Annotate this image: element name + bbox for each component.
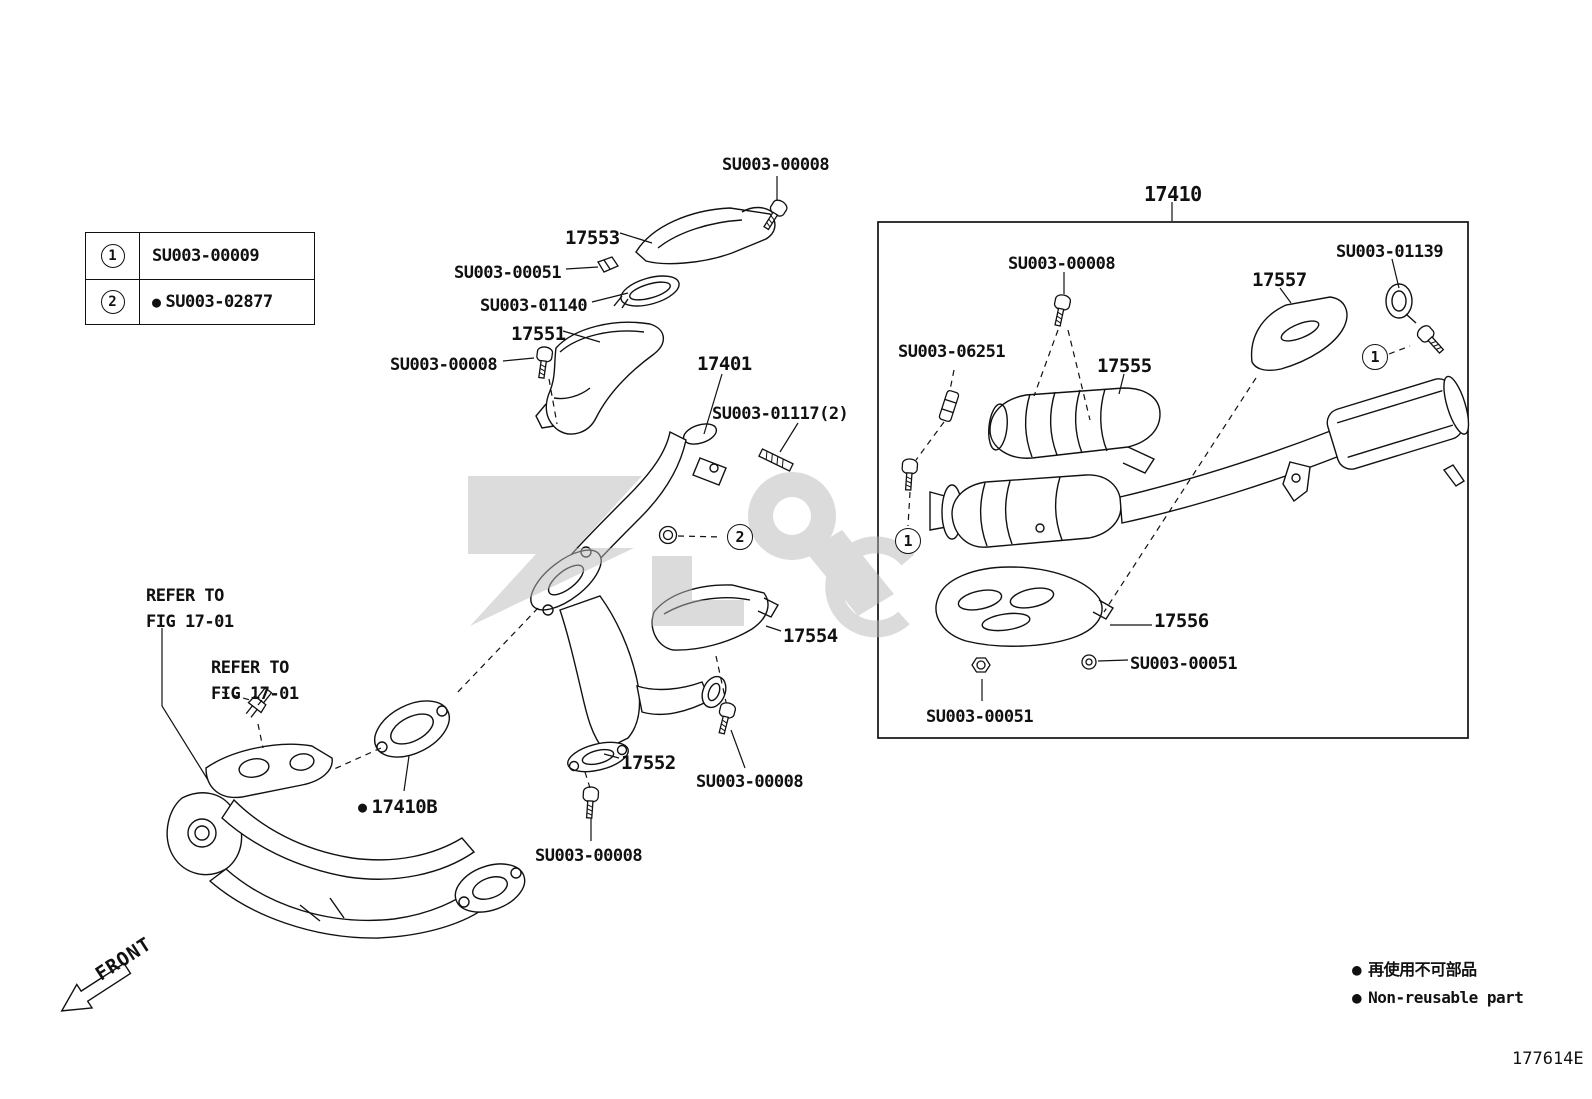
callout-circle-1-left: 1 [895,528,921,554]
refer-note-2: REFER TO FIG 17-01 [211,658,299,705]
legend-circle-1: 1 [100,243,125,268]
callout-su003-01140: SU003-01140 [480,296,588,316]
bolt-su003-00008-17551-drawing [533,345,554,380]
callout-su003-00008-17554: SU003-00008 [696,772,804,792]
watermark [468,472,915,638]
heat-shield-17553-drawing [635,206,776,265]
non-reusable-bullet-icon: ● [1352,960,1362,979]
nut-su003-00051-bottom-drawing [971,657,991,673]
legend-num-cell-1: 1 [86,233,140,279]
bolt-circle1-drawing [900,457,919,492]
note-non-reusable-en-text: Non-reusable part [1368,988,1524,1007]
legend-code-1-text: SU003-00009 [152,245,260,266]
upper-converter-17555-drawing [988,387,1161,474]
pipe-cover-17551-drawing [535,321,664,435]
non-reusable-bullet-icon: ● [152,292,161,311]
callout-17410b-text: 17410B [371,796,438,818]
callout-17554: 17554 [783,625,838,647]
heat-shield-17557-drawing [1250,296,1348,371]
callout-su003-01117: SU003-01117(2) [712,404,849,424]
center-pipe-17552-drawing [559,595,727,773]
figure-code: 177614E [1512,1049,1584,1069]
legend-num-cell-2: 2 [86,279,140,324]
callout-su003-00051-clip: SU003-00051 [454,263,562,283]
main-pipe-resonator-drawing [1119,375,1470,524]
callout-su003-01139: SU003-01139 [1336,242,1444,262]
callout-17553: 17553 [565,227,620,249]
bolt-su003-01139-area-drawing [1414,322,1448,357]
callout-su003-00008-17551: SU003-00008 [390,355,498,375]
bolt-su003-00008-17554-drawing [713,700,738,736]
clamp-su003-01140-drawing [613,275,680,309]
legend-code-2: ● SU003-02877 [140,292,273,312]
clip-su003-00051-drawing [597,256,619,273]
note-non-reusable-jp: ● 再使用不可部品 [1352,958,1477,983]
oxygen-sensor-drawing [245,686,273,718]
clip-su003-06251-drawing [938,390,960,422]
callout-17552: 17552 [621,752,676,774]
refer-note-1: REFER TO FIG 17-01 [146,586,234,633]
front-arrow [60,962,132,1012]
nut-su003-02877-drawing [658,525,678,545]
bolt-su003-00008-box-drawing [1049,292,1073,328]
note-non-reusable-en: ● Non-reusable part [1352,986,1524,1011]
legend-row-1: 1 SU003-00009 [86,233,314,279]
callout-circle-1-right: 1 [1362,344,1388,370]
callout-17555: 17555 [1097,355,1152,377]
clamp-su003-01139-drawing [1385,283,1417,324]
leader-lines-dashed [221,329,1411,789]
callout-su003-00051-bottom: SU003-00051 [926,707,1034,727]
legend-circle-2: 2 [100,289,125,314]
assembly-17410-box [877,221,1469,739]
callout-su003-00051-right: SU003-00051 [1130,654,1238,674]
bolt-su003-00008-17552-drawing [581,785,600,820]
non-reusable-bullet-icon: ● [358,798,367,817]
callout-su003-06251: SU003-06251 [898,342,1006,362]
grommet-su003-00051-right-drawing [1081,654,1097,670]
leader-lines [161,176,1400,841]
non-reusable-bullet-icon: ● [1352,988,1362,1007]
legend-table: 1 SU003-00009 2 ● SU003-02877 [85,232,315,325]
catalytic-converter-drawing [929,474,1122,548]
exhaust-manifold-drawing [166,743,526,939]
legend-code-2-text: SU003-02877 [165,291,274,312]
note-non-reusable-jp-text: 再使用不可部品 [1368,960,1477,979]
callout-su003-00008-17552: SU003-00008 [535,846,643,866]
gasket-17410b-drawing [374,700,450,758]
callout-su003-00008-top: SU003-00008 [722,155,830,175]
callout-circle-2: 2 [727,524,753,550]
callout-17410b: ● 17410B [358,793,438,822]
legend-row-2: 2 ● SU003-02877 [86,278,314,324]
callout-17557: 17557 [1252,269,1307,291]
legend-code-1: SU003-00009 [140,245,260,266]
callout-17410: 17410 [1144,182,1202,206]
stud-su003-01117-drawing [758,448,794,472]
lower-shield-17556-drawing [935,566,1114,647]
callout-17556: 17556 [1154,610,1209,632]
callout-17401: 17401 [697,353,752,375]
callout-17551: 17551 [511,323,566,345]
callout-su003-00008-box: SU003-00008 [1008,254,1116,274]
